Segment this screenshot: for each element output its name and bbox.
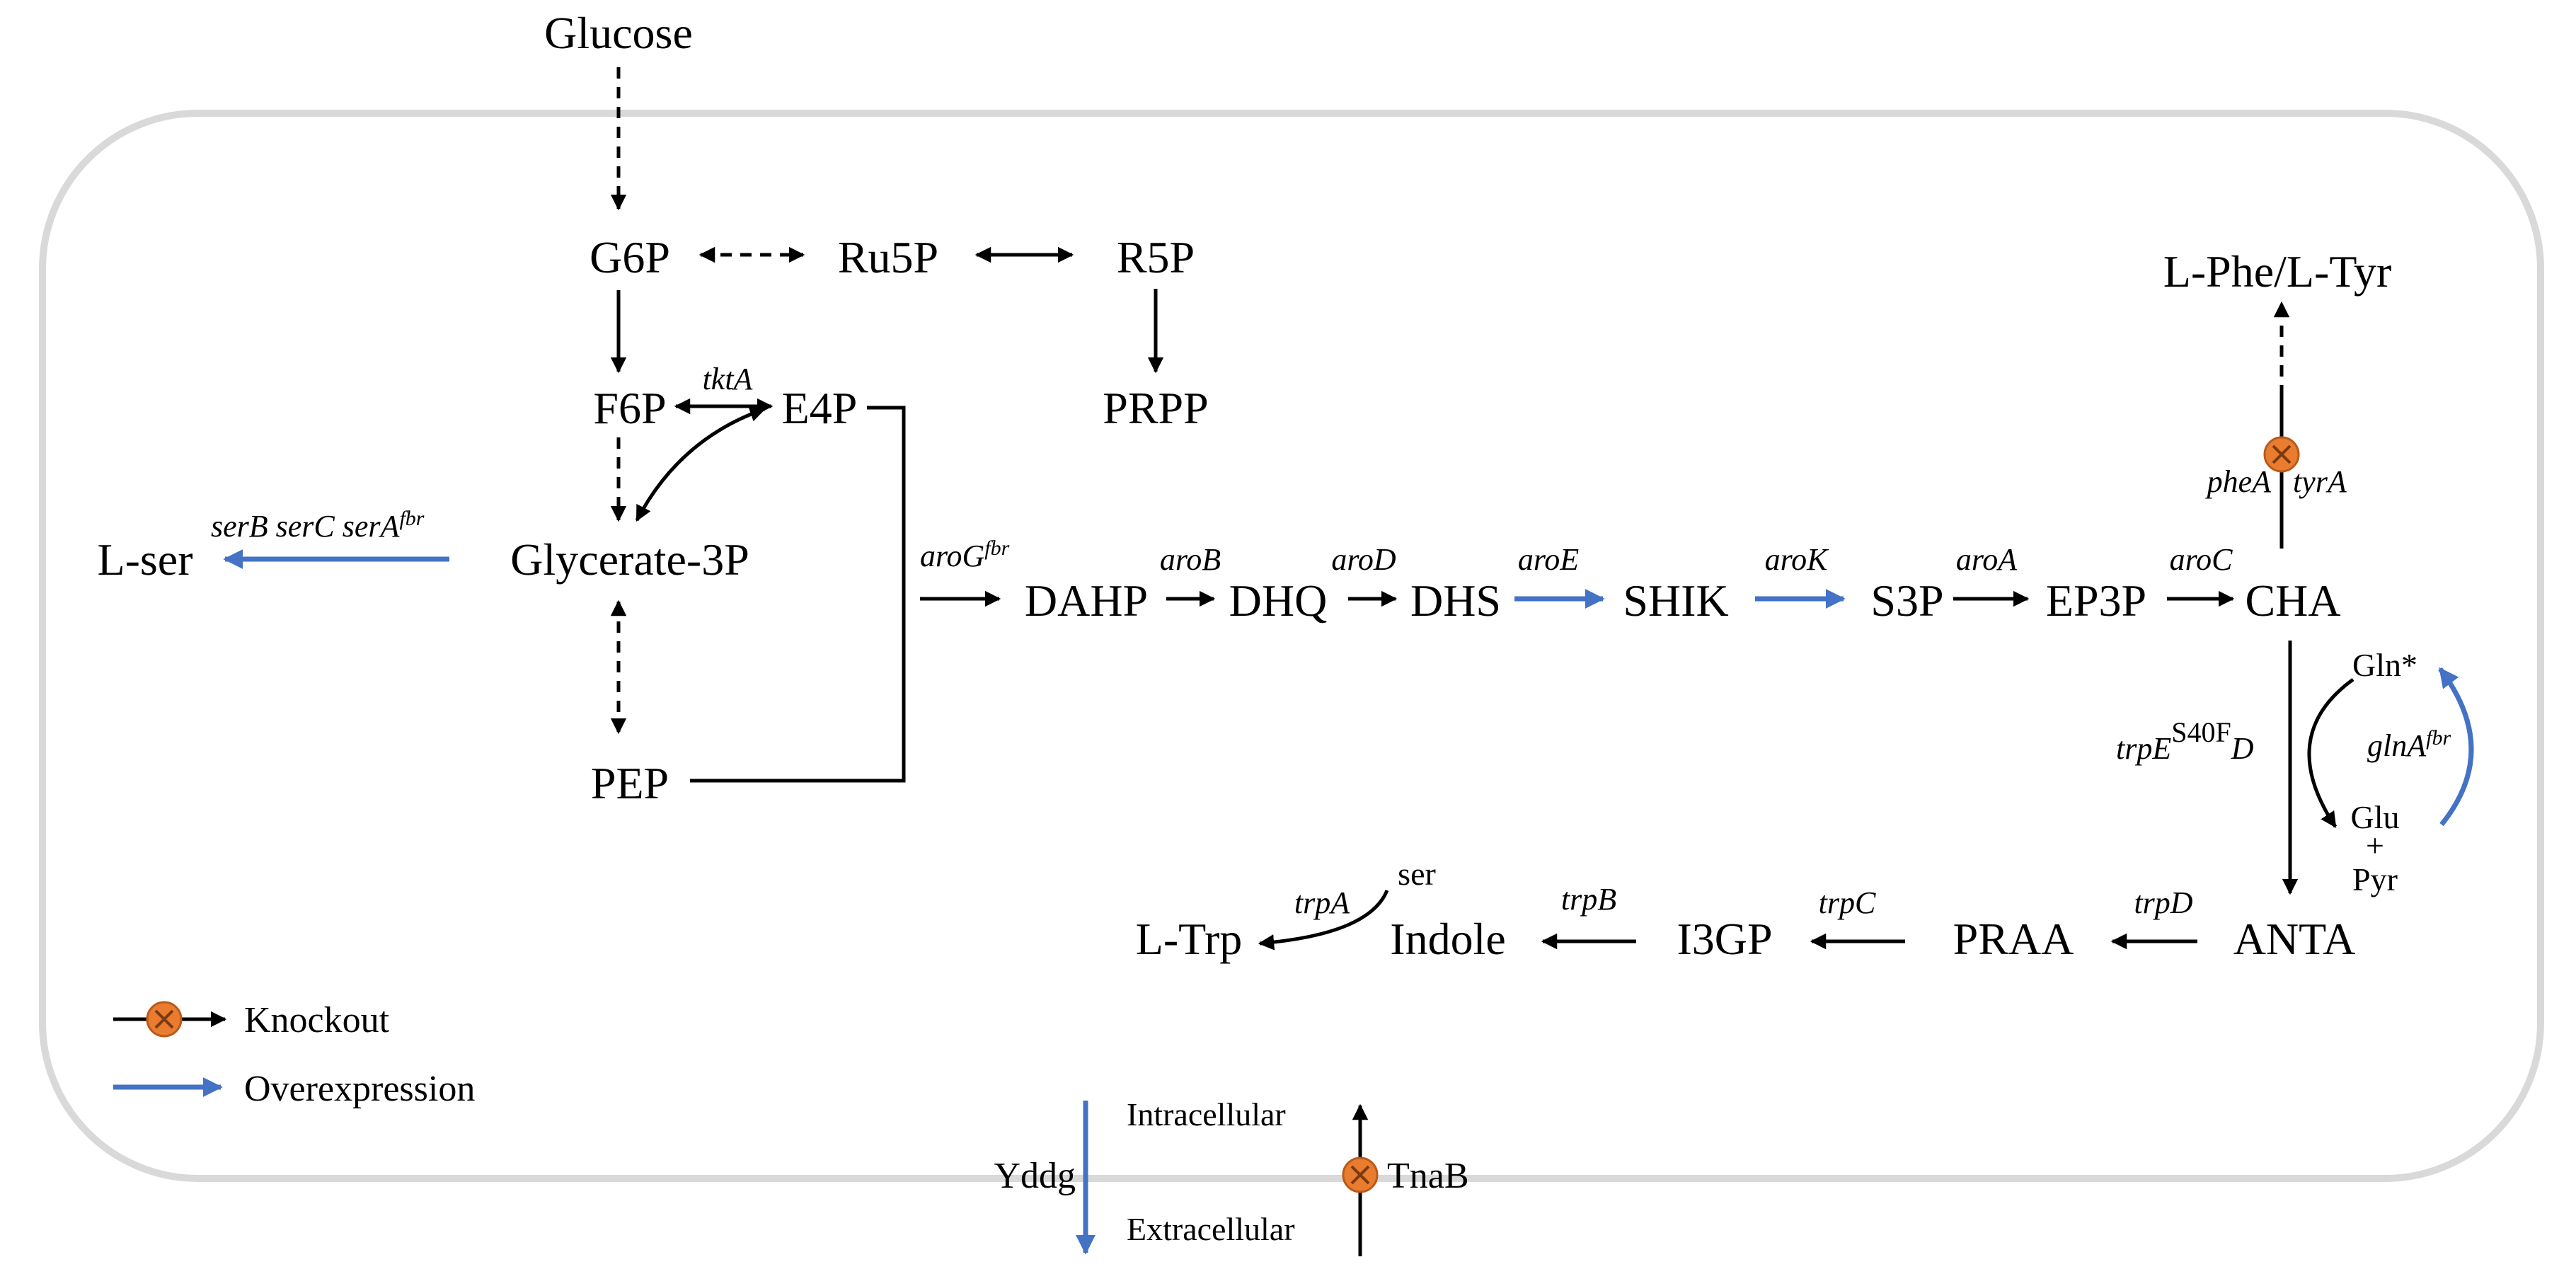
metabolite-i3gp: I3GP (1677, 914, 1772, 964)
arrow-e4p-glycerate (635, 406, 766, 522)
transporter-tnab: TnaB (1387, 1156, 1469, 1196)
metabolite-lser: L-ser (97, 534, 192, 585)
metabolite-dhq: DHQ (1229, 575, 1328, 626)
metabolite-r5p: R5P (1117, 232, 1195, 282)
gene-glna: glnAfbr (2367, 726, 2451, 763)
metabolite-cha: CHA (2245, 575, 2340, 626)
metabolite-anta: ANTA (2233, 914, 2356, 964)
metabolite-ser: ser (1398, 856, 1436, 892)
metabolite-lphe-ltyr: L-Phe/L-Tyr (2163, 246, 2392, 297)
metabolite-glu: Glu (2351, 799, 2400, 835)
metabolite-praa: PRAA (1953, 914, 2074, 964)
metabolite-ep3p: EP3P (2046, 575, 2146, 626)
gene-aroa: aroA (1956, 542, 2018, 577)
metabolite-g6p: G6P (590, 232, 670, 282)
metabolite-glycerate-3p: Glycerate-3P (510, 534, 749, 585)
gene-arok: aroK (1765, 542, 1829, 577)
gene-sera-superscript: fbr (399, 507, 424, 530)
gene-serb-serc-sera: serB serC serAfbr (211, 507, 425, 544)
metabolite-dahp: DAHP (1025, 575, 1148, 626)
gene-tkta: tktA (703, 362, 754, 396)
gene-trpb: trpB (1561, 882, 1616, 917)
metabolite-glucose: Glucose (544, 8, 693, 58)
arrow-glna-overexpression (2438, 667, 2474, 827)
label-intracellular: Intracellular (1127, 1096, 1286, 1132)
gene-tyra: tyrA (2293, 464, 2347, 499)
gene-trpe-text: trpE (2116, 731, 2171, 766)
metabolite-dhs: DHS (1410, 575, 1501, 626)
cell-boundary (39, 110, 2544, 1182)
gene-aroe: aroE (1518, 542, 1579, 577)
arrow-gln-glu (2307, 677, 2354, 828)
metabolite-s3p: S3P (1870, 575, 1943, 626)
metabolite-pep: PEP (591, 758, 669, 808)
metabolite-ru5p: Ru5P (838, 232, 938, 282)
gene-phea: pheA (2205, 464, 2272, 499)
gene-trpe-superscript: S40F (2171, 716, 2231, 748)
metabolite-indole: Indole (1390, 914, 1506, 964)
metabolite-shik: SHIK (1623, 575, 1728, 626)
gene-trpe: trpES40FD (2116, 716, 2254, 766)
gene-arog-superscript: fbr (984, 536, 1009, 560)
gene-arod: aroD (1331, 542, 1396, 577)
legend-knockout-label: Knockout (244, 1000, 390, 1040)
gene-serb-serc-sera-text: serB serC serA (211, 509, 401, 544)
gene-trpd: trpD (2134, 885, 2192, 920)
knockout-tnab-icon (1342, 1157, 1379, 1193)
gene-aroc: aroC (2170, 542, 2233, 577)
transporter-yddg: Yddg (994, 1156, 1076, 1196)
connector-e4p (690, 406, 906, 783)
gene-trpe-d: D (2231, 731, 2254, 766)
metabolite-pyr: Pyr (2352, 861, 2398, 897)
metabolite-f6p: F6P (593, 383, 666, 433)
metabolite-gln: Gln* (2352, 647, 2417, 683)
metabolite-e4p: E4P (782, 383, 858, 433)
metabolite-plus: + (2366, 827, 2384, 863)
metabolite-prpp: PRPP (1103, 383, 1208, 433)
legend-overexpression-label: Overexpression (244, 1069, 475, 1109)
gene-trpa: trpA (1294, 885, 1350, 920)
arrow-ser-ltrp (1258, 890, 1389, 951)
gene-arog-text: aroG (920, 539, 984, 573)
metabolite-ltrp: L-Trp (1136, 914, 1243, 964)
gene-glna-text: glnA (2367, 728, 2427, 763)
gene-arog: aroGfbr (920, 536, 1010, 573)
label-extracellular: Extracellular (1127, 1211, 1295, 1247)
legend-knockout-icon (146, 1001, 183, 1038)
gene-arob: aroB (1160, 542, 1221, 577)
gene-glna-superscript: fbr (2426, 726, 2451, 750)
gene-trpc: trpC (1819, 885, 1876, 920)
